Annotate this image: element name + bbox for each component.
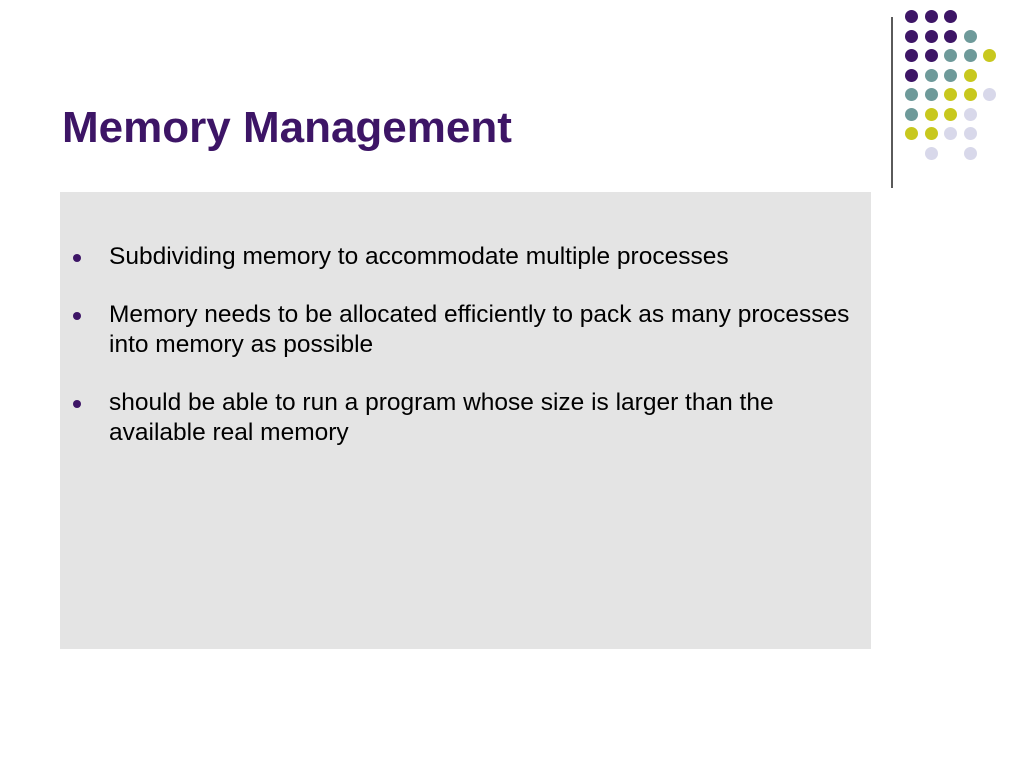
decorative-dot	[944, 68, 957, 82]
content-placeholder: Subdividing memory to accommodate multip…	[60, 192, 871, 649]
decorative-dot	[905, 127, 918, 140]
decorative-dot	[963, 68, 977, 82]
bullet-dot-icon	[73, 254, 81, 262]
decorative-dot	[924, 29, 938, 43]
decorative-dot	[924, 146, 938, 160]
decorative-dot	[963, 146, 977, 160]
decorative-dot	[944, 127, 957, 140]
bullet-text: Memory needs to be allocated efficiently…	[109, 301, 850, 358]
decorative-dot	[944, 107, 957, 121]
bullet-item: Memory needs to be allocated efficiently…	[60, 300, 850, 360]
decorative-dot	[905, 49, 918, 62]
decorative-dot	[944, 49, 957, 62]
decorative-dot	[924, 68, 938, 82]
decorative-dot	[963, 127, 977, 140]
bullet-item: Subdividing memory to accommodate multip…	[60, 242, 850, 272]
bullet-dot-icon	[73, 312, 81, 320]
decorative-dot	[924, 10, 938, 23]
decorative-dot	[905, 88, 918, 101]
decorative-dot	[905, 107, 918, 121]
decorative-dot	[963, 107, 977, 121]
decorative-dot-grid	[905, 10, 1005, 170]
decorative-dot	[944, 88, 957, 101]
decorative-dot	[963, 88, 977, 101]
decorative-dot	[924, 88, 938, 101]
decorative-dot	[944, 10, 957, 23]
bullet-list: Subdividing memory to accommodate multip…	[60, 242, 850, 476]
decorative-dot	[924, 127, 938, 140]
decorative-dot	[963, 29, 977, 43]
decorative-dot	[905, 10, 918, 23]
decorative-dot	[924, 49, 938, 62]
decorative-dot	[983, 88, 996, 101]
decorative-dot	[983, 49, 996, 62]
decorative-dot	[924, 107, 938, 121]
bullet-dot-icon	[73, 400, 81, 408]
bullet-text: should be able to run a program whose si…	[109, 389, 774, 446]
bullet-item: should be able to run a program whose si…	[60, 388, 850, 448]
slide-title: Memory Management	[62, 103, 512, 152]
bullet-text: Subdividing memory to accommodate multip…	[109, 243, 729, 270]
decorative-dot	[905, 68, 918, 82]
decorative-dot	[905, 29, 918, 43]
decorative-dot	[963, 49, 977, 62]
title-divider-line	[891, 17, 893, 188]
decorative-dot	[944, 29, 957, 43]
